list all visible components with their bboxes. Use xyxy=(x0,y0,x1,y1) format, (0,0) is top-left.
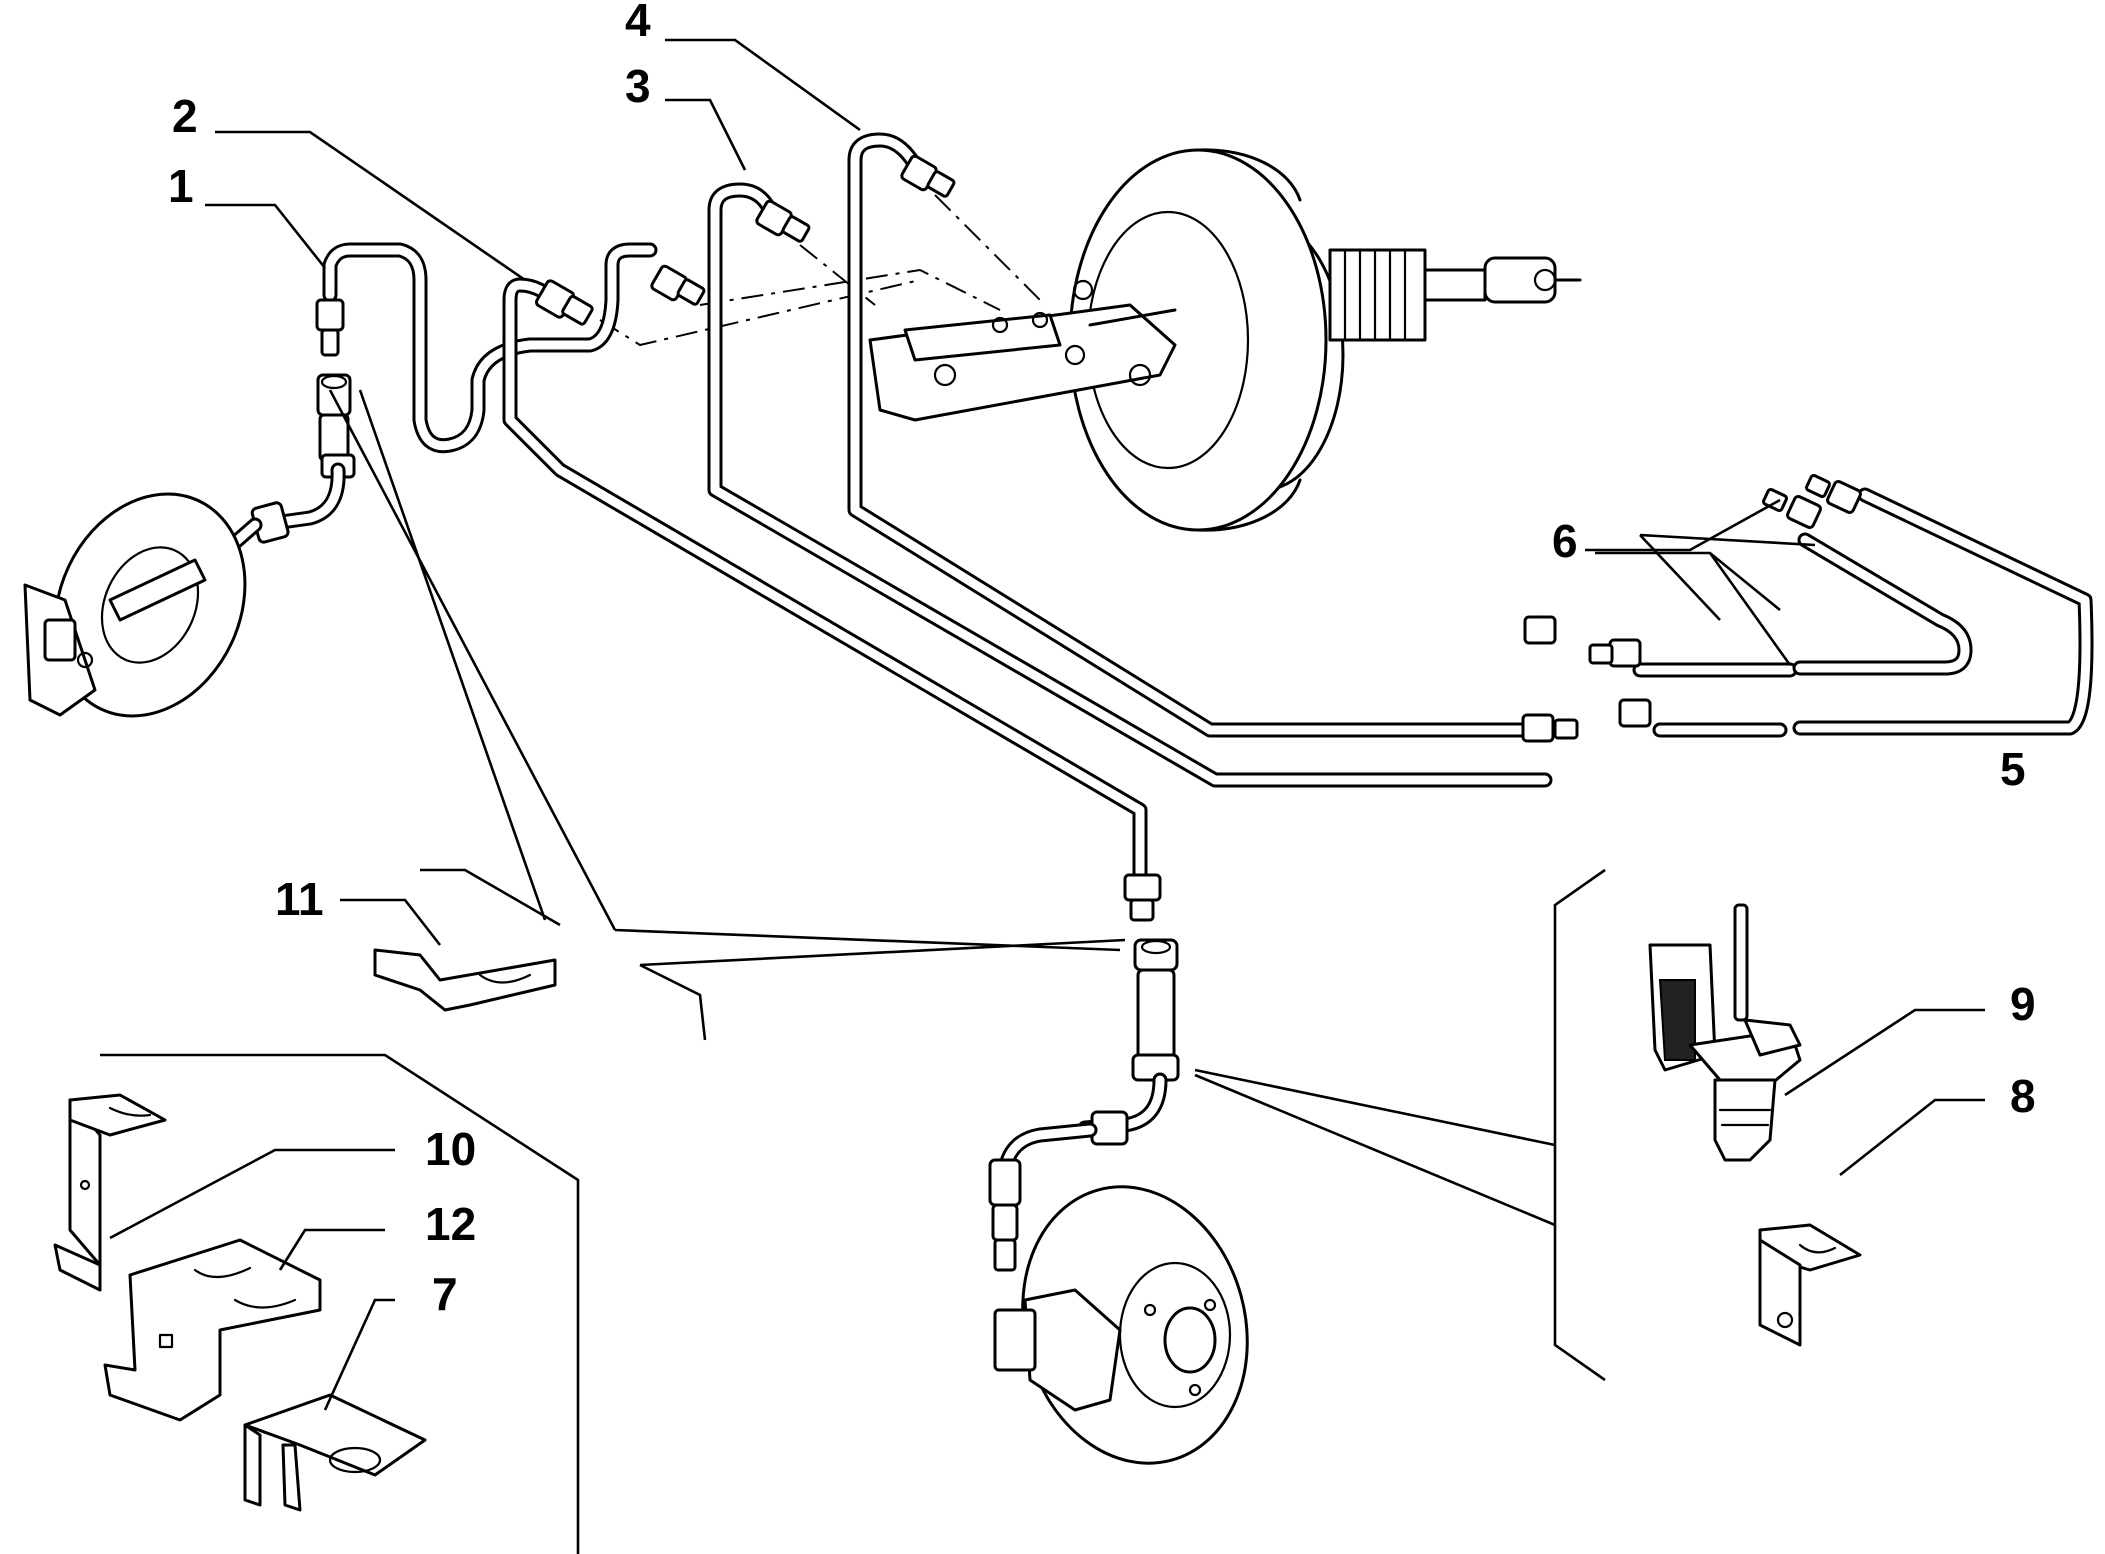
part-10-bracket xyxy=(53,1093,167,1292)
leader-lines xyxy=(109,38,1985,1411)
callout-1: 1 xyxy=(168,160,194,212)
part-8-bracket xyxy=(1758,1223,1862,1347)
callout-labels: 1 2 3 4 5 6 7 8 9 10 11 12 xyxy=(168,0,2036,1320)
part-11-clip xyxy=(373,948,557,1012)
callout-11: 11 xyxy=(275,873,324,925)
master-cylinder xyxy=(868,303,1177,422)
detail-frames xyxy=(100,868,1606,1554)
part-7-bracket xyxy=(243,1393,427,1512)
callout-3: 3 xyxy=(625,60,651,112)
callout-5: 5 xyxy=(2000,743,2026,795)
callout-8: 8 xyxy=(2010,1070,2036,1122)
left-brake-assembly xyxy=(23,373,356,718)
callout-2: 2 xyxy=(172,90,198,142)
right-brake-assembly xyxy=(988,938,1249,1465)
callout-6: 6 xyxy=(1552,515,1578,567)
pipe-fittings xyxy=(315,154,1862,922)
part-12-bracket xyxy=(103,1238,322,1422)
callout-9: 9 xyxy=(2010,978,2036,1030)
callout-12: 12 xyxy=(425,1198,476,1250)
callout-7: 7 xyxy=(432,1268,458,1320)
part-9-valve xyxy=(1648,903,1802,1162)
callout-4: 4 xyxy=(625,0,651,46)
brake-servo xyxy=(1068,148,1582,532)
callout-10: 10 xyxy=(425,1123,476,1175)
